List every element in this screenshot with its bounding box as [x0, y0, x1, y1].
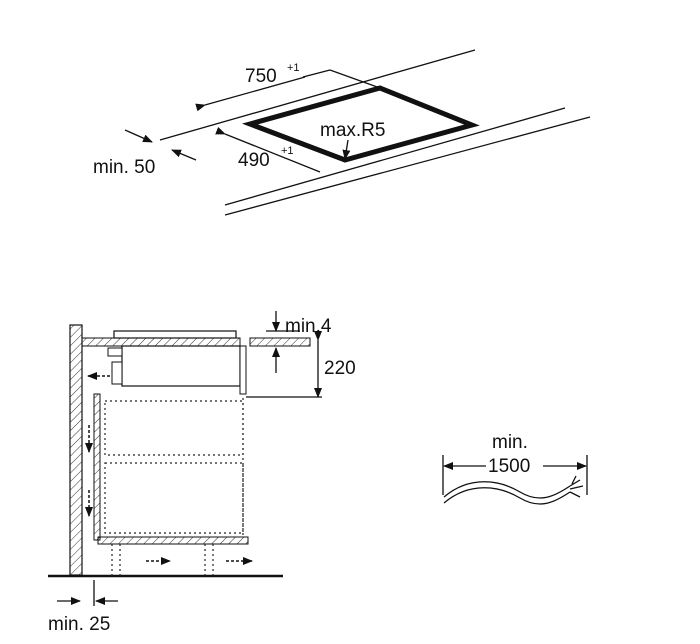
cutout-width-tolerance: +1 [287, 62, 300, 74]
cable-label-line2: 1500 [488, 456, 530, 477]
front-edge-arrow-2 [171, 149, 197, 161]
worktop-front-section [249, 337, 311, 347]
worktop-section [81, 337, 241, 347]
worktop-cutout-view: 750 +1 490 +1 max.R5 min. 50 [93, 49, 591, 216]
power-cable-view: min. 1500 [442, 432, 588, 505]
gap-label: min.4 [285, 316, 332, 337]
cable-body-bottom [443, 487, 571, 505]
cable-body-top [443, 481, 571, 499]
hob-glass [113, 330, 237, 339]
depth-dimension-arrow [215, 126, 321, 173]
radius-leader [342, 139, 351, 160]
cutout-depth-label: 490 [238, 150, 270, 171]
width-extension-line [329, 69, 381, 89]
worktop-front-edge-bottom [224, 116, 591, 216]
cabinet-front-panel [239, 345, 247, 395]
cabinet-section-view: min.4 220 min. 25 [48, 311, 356, 635]
cutout-outline [241, 85, 480, 163]
rear-wall [69, 324, 83, 576]
width-leader [302, 69, 331, 78]
worktop-back-edge [159, 49, 476, 141]
height-label: 220 [324, 358, 356, 379]
cabinet-back-panel [93, 393, 101, 541]
worktop-front-edge-top [224, 107, 566, 206]
wall-gap-label: min. 25 [48, 614, 110, 635]
front-edge-label: min. 50 [93, 157, 155, 178]
hob-duct-outlet [111, 361, 123, 385]
cable-wire-ends-icon [569, 475, 584, 498]
cutout-radius-label: max.R5 [320, 120, 385, 141]
drawer-lower [104, 462, 244, 534]
cutout-depth-tolerance: +1 [281, 145, 294, 157]
front-edge-arrow-1 [124, 129, 153, 143]
width-dimension-arrow [195, 76, 306, 112]
hob-duct-top [107, 347, 123, 357]
hob-body [121, 345, 241, 387]
cabinet-bottom [97, 536, 249, 545]
cutout-width-label: 750 [245, 66, 277, 87]
drawer-upper [104, 400, 244, 456]
cable-label-line1: min. [492, 432, 528, 453]
